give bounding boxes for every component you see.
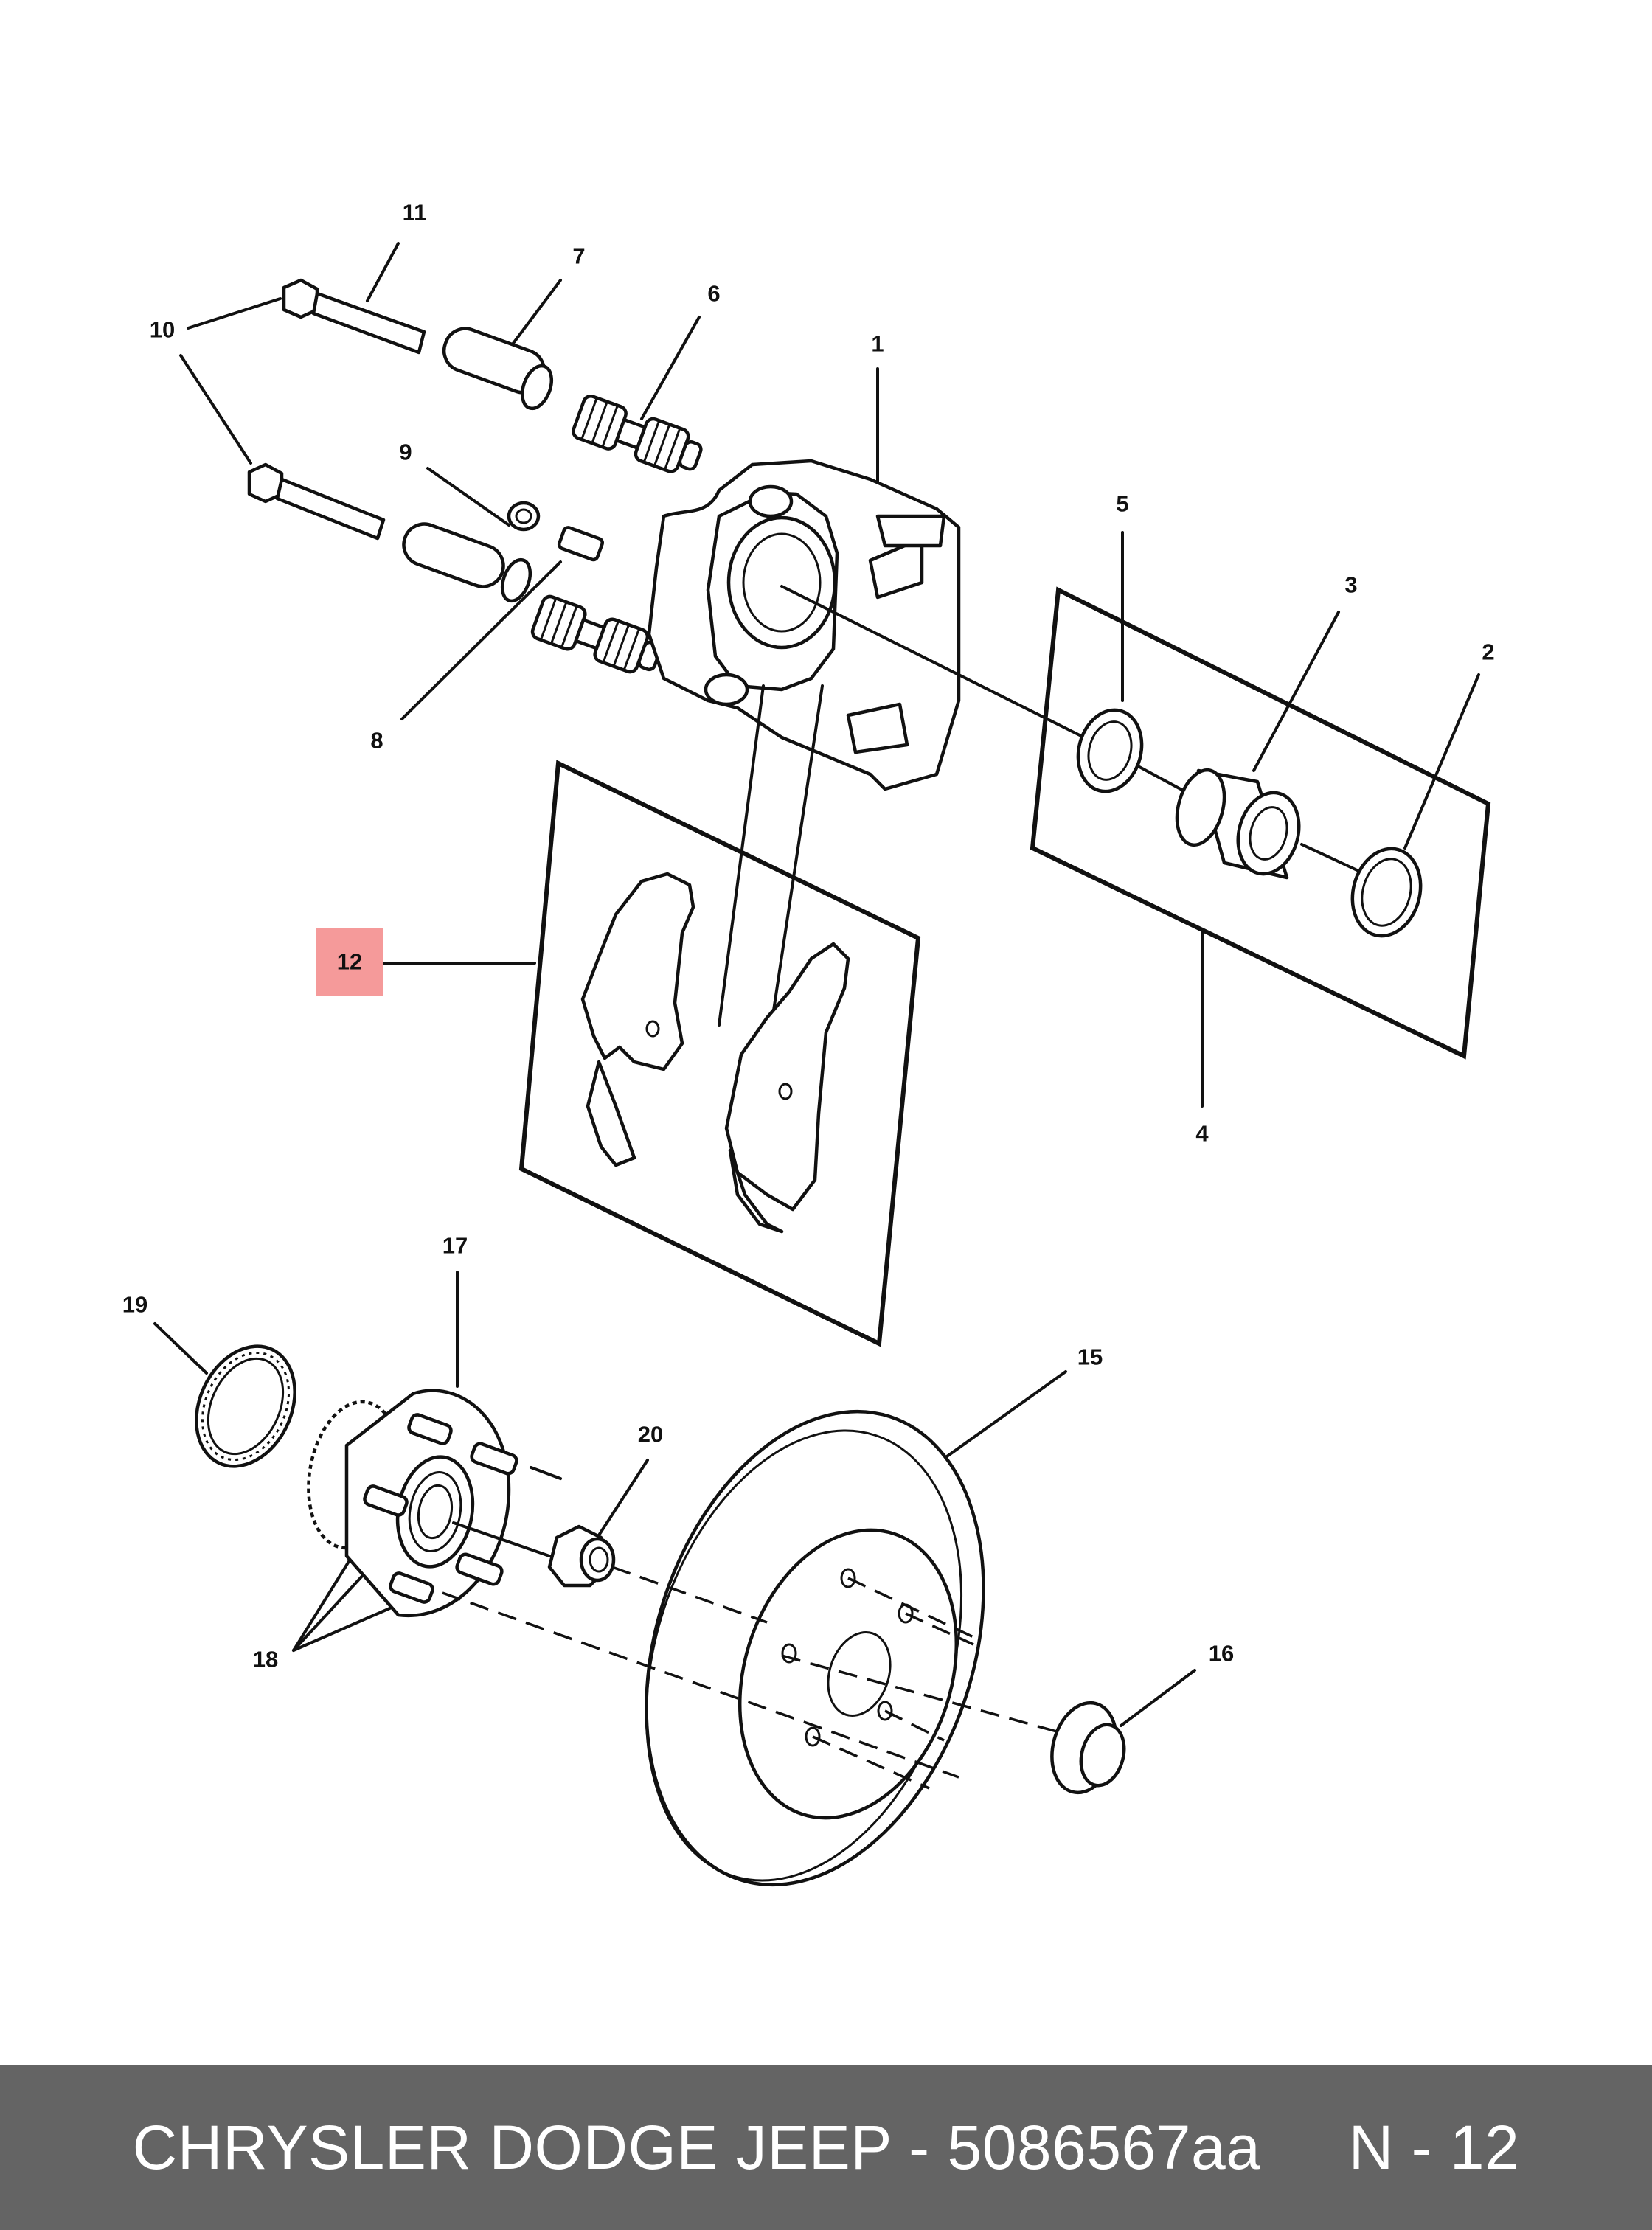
callout-8[interactable]: 8 <box>370 727 384 754</box>
callout-17[interactable]: 17 <box>442 1232 468 1259</box>
callout-4[interactable]: 4 <box>1195 1120 1209 1147</box>
callout-6[interactable]: 6 <box>707 280 721 307</box>
callout-3[interactable]: 3 <box>1344 572 1358 598</box>
callout-12[interactable]: 12 <box>336 948 363 975</box>
hub-nut <box>547 1524 616 1588</box>
hub-bearing <box>307 1389 562 1618</box>
callout-18[interactable]: 18 <box>252 1646 279 1672</box>
piston-kit <box>780 585 1491 1060</box>
brake-pad-set <box>518 684 921 1347</box>
callout-10[interactable]: 10 <box>149 316 176 343</box>
callout-19[interactable]: 19 <box>122 1291 148 1318</box>
part-number-caption: CHRYSLER DODGE JEEP - 5086567aa N - 12 <box>132 2112 1520 2182</box>
exploded-brake-diagram <box>153 242 1491 1887</box>
grease-seal <box>195 1344 296 1468</box>
footer-bar: CHRYSLER DODGE JEEP - 5086567aa N - 12 <box>0 2065 1652 2230</box>
dust-cap <box>1050 1701 1126 1795</box>
callout-11[interactable]: 11 <box>402 199 427 226</box>
callout-7[interactable]: 7 <box>572 243 586 269</box>
brake-rotor <box>645 1409 985 1887</box>
callout-2[interactable]: 2 <box>1482 639 1495 665</box>
brake-caliper <box>647 459 961 791</box>
part-12-highlight <box>316 928 384 996</box>
callout-16[interactable]: 16 <box>1208 1640 1235 1667</box>
upper-slide-pin-assembly <box>282 278 703 473</box>
callout-5[interactable]: 5 <box>1116 490 1129 517</box>
alignment-lines <box>442 1566 1063 1790</box>
callout-1[interactable]: 1 <box>871 330 884 357</box>
leader-lines <box>153 242 1480 1727</box>
callout-20[interactable]: 20 <box>637 1421 664 1448</box>
lower-slide-pin-assembly <box>247 462 662 674</box>
callout-15[interactable]: 15 <box>1077 1344 1103 1370</box>
callout-9[interactable]: 9 <box>399 439 412 465</box>
